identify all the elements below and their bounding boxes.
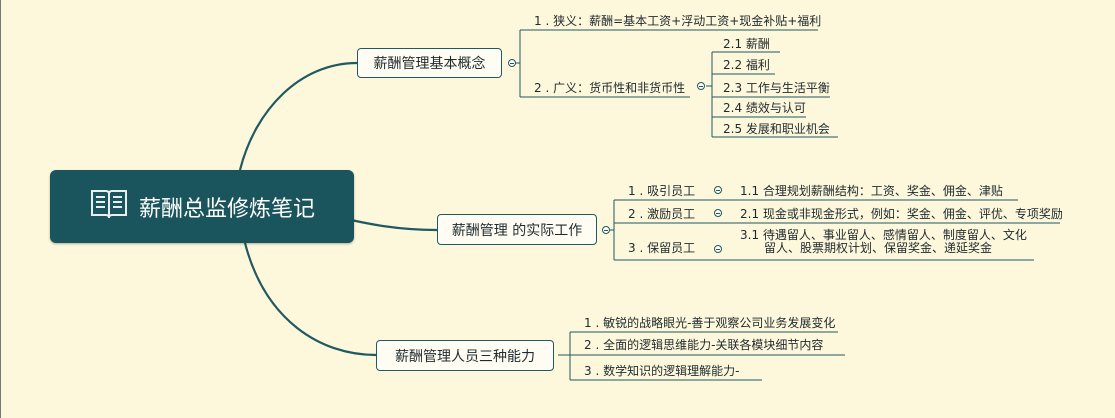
branch-three-abilities[interactable]: 薪酬管理人员三种能力 xyxy=(376,340,554,371)
connector-root-branch3 xyxy=(243,242,377,357)
branch-label: 薪酬管理基本概念 xyxy=(373,56,486,72)
node-retain[interactable]: 3 . 保留员工 xyxy=(628,241,696,255)
node-narrow-definition[interactable]: 1 . 狭义：薪酬=基本工资+浮动工资+现金补贴+福利 xyxy=(534,14,822,28)
node-2-1[interactable]: 2.1 薪酬 xyxy=(723,37,770,51)
root-node[interactable]: 薪酬总监修炼笔记 xyxy=(50,170,354,243)
node-motivate-detail[interactable]: 2.1 现金或非现金形式，例如：奖金、佣金、评优、专项奖励 xyxy=(740,207,1063,221)
node-2-2[interactable]: 2.2 福利 xyxy=(723,58,770,72)
branch-label: 薪酬管理 的实际工作 xyxy=(451,222,583,239)
book-icon xyxy=(89,187,129,227)
node-strategic-vision[interactable]: 1 . 敏锐的战略眼光-善于观察公司业务发展变化 xyxy=(584,316,836,330)
branch-practical-work[interactable]: 薪酬管理 的实际工作 xyxy=(437,214,597,245)
node-attract[interactable]: 1 . 吸引员工 xyxy=(628,184,696,198)
connector-root-branch1 xyxy=(238,61,358,171)
collapse-toggle-icon[interactable] xyxy=(714,245,722,253)
root-title: 薪酬总监修炼笔记 xyxy=(138,196,315,222)
window-edge xyxy=(0,0,1,418)
collapse-toggle-icon[interactable] xyxy=(714,186,722,194)
node-2-4[interactable]: 2.4 绩效与认可 xyxy=(723,101,806,115)
node-attract-detail[interactable]: 1.1 合理规划薪酬结构：工资、奖金、佣金、津贴 xyxy=(740,184,1003,198)
node-retain-detail-line1: 3.1 待遇留人、事业留人、感情留人、制度留人、文化 xyxy=(740,228,1027,242)
node-broad-definition[interactable]: 2 . 广义：货币性和非货币性 xyxy=(534,81,686,95)
node-retain-detail-line2: 留人、股票期权计划、保留奖金、递延奖金 xyxy=(764,241,993,255)
node-retain-detail[interactable]: 3.1 待遇留人、事业留人、感情留人、制度留人、文化 留人、股票期权计划、保留奖… xyxy=(740,229,1027,255)
node-2-3[interactable]: 2.3 工作与生活平衡 xyxy=(723,81,830,95)
collapse-toggle-icon[interactable] xyxy=(508,59,516,67)
collapse-toggle-icon[interactable] xyxy=(697,82,705,90)
node-math-understanding[interactable]: 3 . 数学知识的逻辑理解能力- xyxy=(584,364,740,378)
node-logical-thinking[interactable]: 2 . 全面的逻辑思维能力-关联各模块细节内容 xyxy=(584,338,824,352)
branch-basic-concepts[interactable]: 薪酬管理基本概念 xyxy=(357,48,502,78)
node-2-5[interactable]: 2.5 发展和职业机会 xyxy=(723,122,830,136)
collapse-toggle-icon[interactable] xyxy=(602,226,610,234)
collapse-toggle-icon[interactable] xyxy=(714,209,722,217)
branch-label: 薪酬管理人员三种能力 xyxy=(395,348,535,365)
node-motivate[interactable]: 2 . 激励员工 xyxy=(628,207,696,221)
